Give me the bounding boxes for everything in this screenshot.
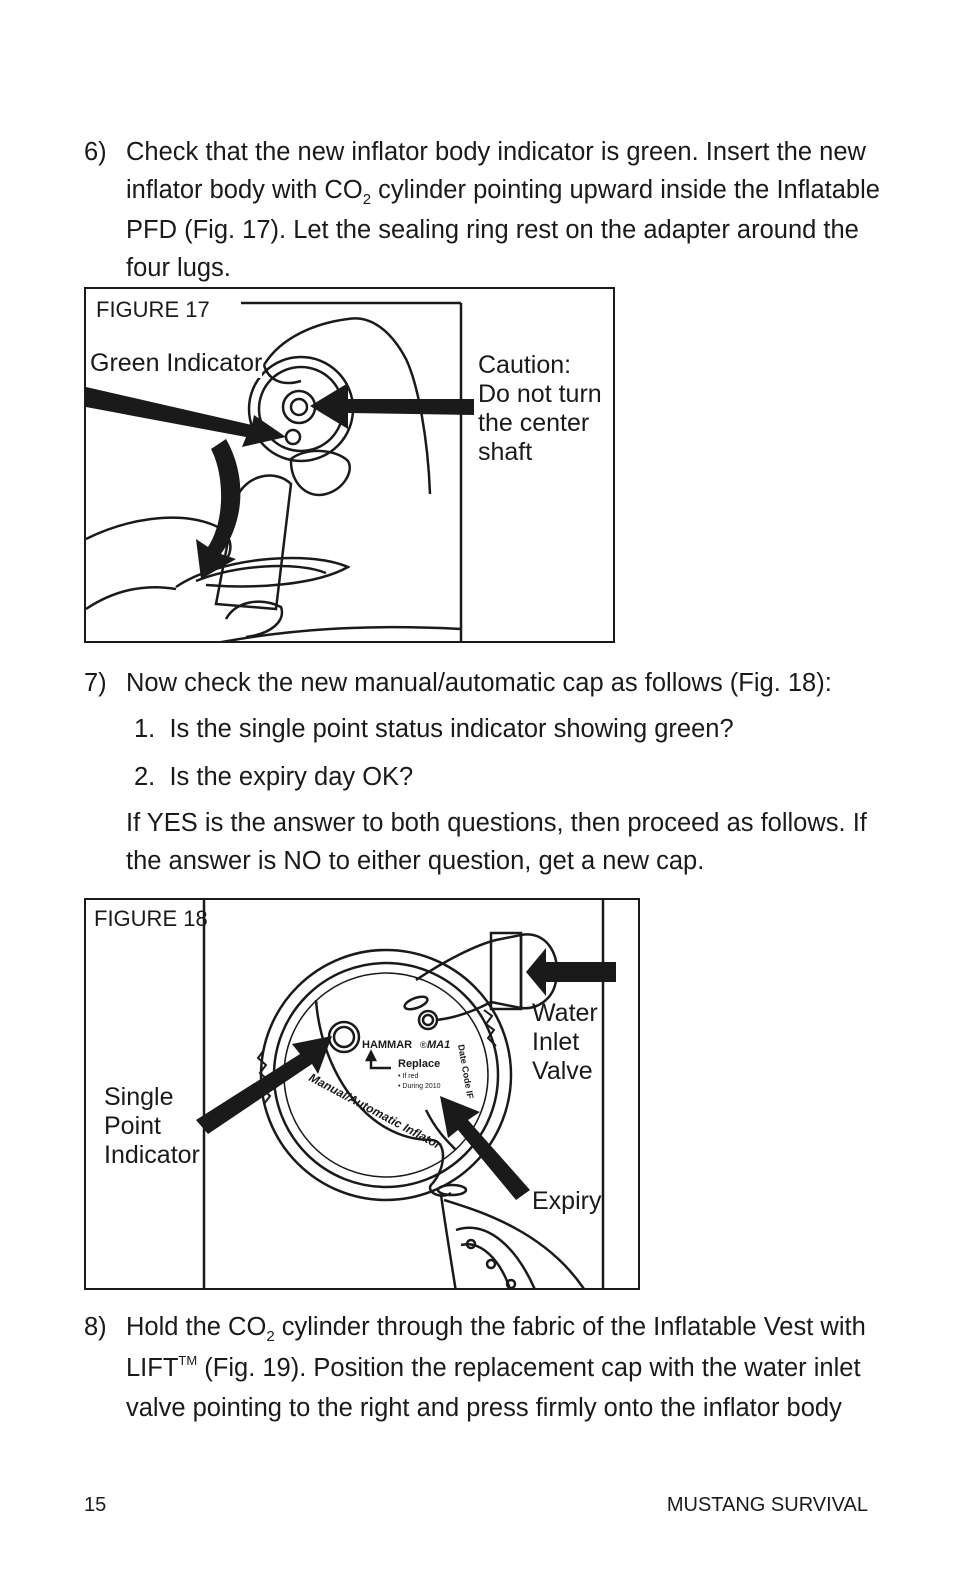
step-7-number: 7) xyxy=(84,669,107,697)
figure-18-illustration: HAMMAR ® MA1 Replace • If red • During 2… xyxy=(196,900,616,1288)
step-7-text: Now check the new manual/automatic cap a… xyxy=(126,669,832,697)
trademark-superscript: TM xyxy=(178,1352,198,1368)
step-8-number: 8) xyxy=(84,1313,107,1341)
subscript: 2 xyxy=(266,1328,275,1345)
green-indicator-callout: Green Indicator xyxy=(90,349,263,378)
expiry-callout: Expiry xyxy=(532,1187,602,1215)
step-6-number: 6) xyxy=(84,138,107,166)
replace-text: Replace xyxy=(398,1058,440,1070)
if-red-text: • If red xyxy=(398,1073,418,1080)
water-inlet-callout: Water Inlet Valve xyxy=(532,999,598,1085)
subscript: 2 xyxy=(362,190,372,208)
caution-callout: Caution: Do not turn the center shaft xyxy=(478,351,602,466)
figure-17: FIGURE 17 Green Indicator Caution: Do no… xyxy=(84,287,615,643)
figure-17-illustration xyxy=(86,301,474,641)
note-text: If YES is the answer to both questions, … xyxy=(126,809,867,875)
model-text: MA1 xyxy=(427,1039,450,1051)
list-item: 1. Is the single point status indicator … xyxy=(134,715,734,743)
footer-brand: MUSTANG SURVIVAL xyxy=(666,1494,868,1516)
brand-text: HAMMAR xyxy=(362,1039,412,1051)
single-point-callout: Single Point Indicator xyxy=(104,1083,200,1169)
figure-label: FIGURE 17 xyxy=(96,297,210,322)
brand-sup-text: ® xyxy=(420,1040,427,1050)
list-item: 2. Is the expiry day OK? xyxy=(134,763,414,791)
page-number: 15 xyxy=(84,1494,107,1516)
figure-label: FIGURE 18 xyxy=(94,906,208,931)
date-code-text: Date Code IF xyxy=(456,1044,475,1100)
during-text: • During 2010 xyxy=(398,1083,441,1090)
step-8-text: Hold the CO2 cylinder through the fabric… xyxy=(126,1313,866,1422)
figure-18: HAMMAR ® MA1 Replace • If red • During 2… xyxy=(84,898,640,1290)
step-6-text: Check that the new inflator body indicat… xyxy=(126,138,880,282)
